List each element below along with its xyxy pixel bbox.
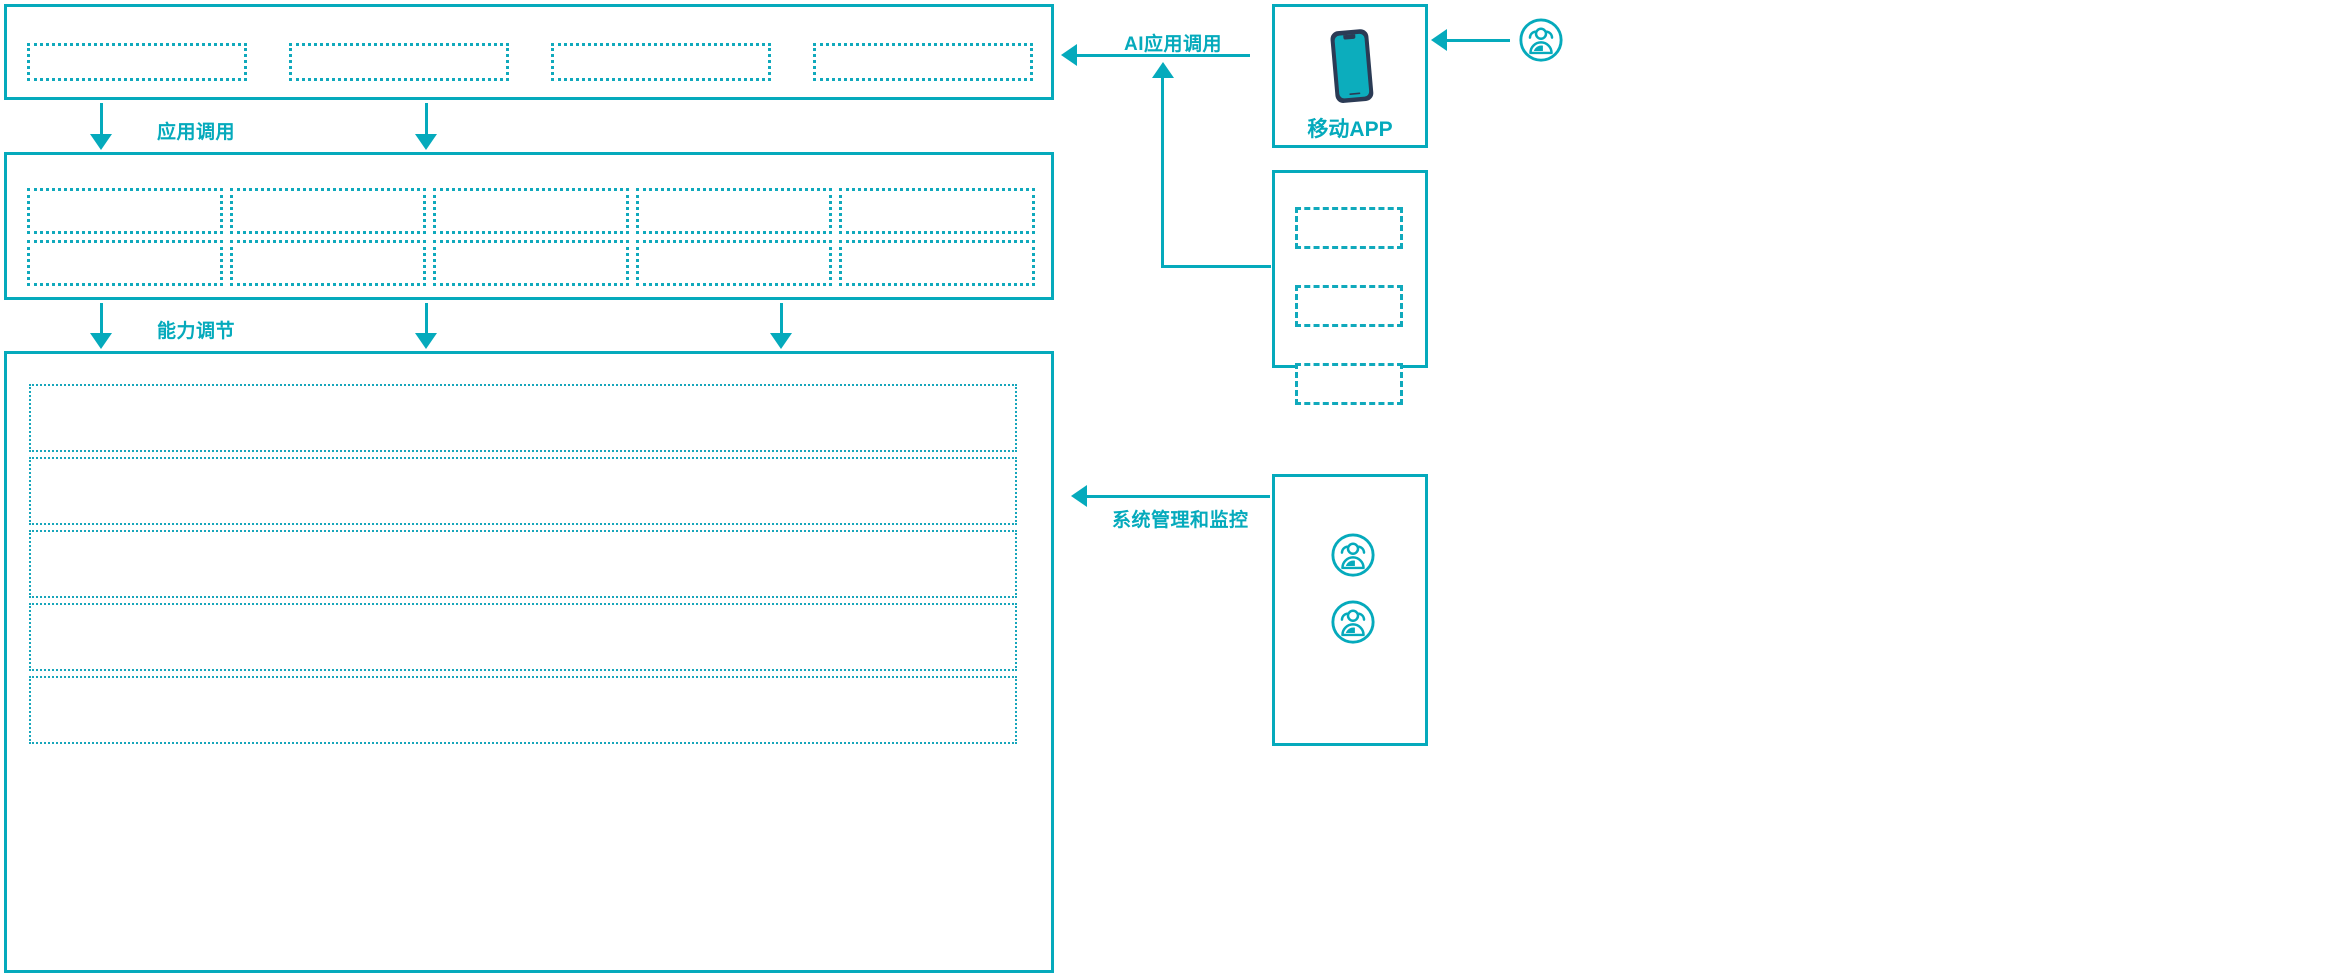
app-invoke-shaft-2 — [425, 103, 428, 141]
channel-slot-1[interactable] — [1295, 207, 1403, 249]
end-user-arrowhead — [1431, 29, 1447, 51]
application-slot-4[interactable] — [813, 43, 1033, 81]
capability-tune-arrowhead-1 — [90, 333, 112, 349]
capability-tune-arrowhead-2 — [415, 333, 437, 349]
capability-slot-9[interactable] — [636, 240, 832, 286]
platform-slot-4[interactable] — [29, 603, 1017, 671]
platform-slot-2[interactable] — [29, 457, 1017, 525]
channel-feedback-shaft — [1161, 66, 1164, 268]
system-monitor-label: 系统管理和监控 — [1112, 510, 1249, 531]
ai-app-invoke-shaft — [1075, 54, 1250, 57]
app-invoke-shaft-1 — [100, 103, 103, 141]
system-monitor-arrowhead — [1071, 485, 1087, 507]
channel-feedback-arrowhead — [1152, 62, 1174, 78]
smartphone-icon — [1322, 25, 1384, 109]
application-slot-2[interactable] — [289, 43, 509, 81]
end-user-shaft — [1445, 39, 1510, 42]
capability-slot-6[interactable] — [27, 240, 223, 286]
app-invoke-arrowhead-1 — [90, 134, 112, 150]
capability-slot-10[interactable] — [839, 240, 1035, 286]
capability-slot-3[interactable] — [433, 188, 629, 234]
capability-slot-4[interactable] — [636, 188, 832, 234]
capability-slot-2[interactable] — [230, 188, 426, 234]
capability-tune-arrowhead-3 — [770, 333, 792, 349]
capability-tune-shaft-3 — [780, 303, 783, 341]
user-group-icon[interactable] — [1330, 599, 1376, 645]
user-group-icon[interactable] — [1518, 17, 1564, 63]
capability-slot-1[interactable] — [27, 188, 223, 234]
capability-tune-label: 能力调节 — [157, 321, 236, 342]
mobile-app-label: 移动APP — [1307, 118, 1393, 141]
capability-slot-5[interactable] — [839, 188, 1035, 234]
capability-slot-7[interactable] — [230, 240, 426, 286]
ai-app-invoke-arrowhead — [1061, 44, 1077, 66]
channel-slot-2[interactable] — [1295, 285, 1403, 327]
capability-layer-panel — [4, 152, 1054, 300]
channel-feedback-horizontal — [1161, 265, 1271, 268]
platform-layer-panel — [4, 351, 1054, 973]
platform-slot-3[interactable] — [29, 530, 1017, 598]
application-slot-3[interactable] — [551, 43, 771, 81]
capability-slot-8[interactable] — [433, 240, 629, 286]
operations-actor-panel — [1272, 474, 1428, 746]
mobile-app-panel: 移动APP — [1272, 4, 1428, 148]
platform-slot-5[interactable] — [29, 676, 1017, 744]
capability-tune-shaft-2 — [425, 303, 428, 341]
user-group-icon[interactable] — [1330, 532, 1376, 578]
platform-slot-1[interactable] — [29, 384, 1017, 452]
system-monitor-shaft — [1085, 495, 1270, 498]
app-invoke-label: 应用调用 — [157, 122, 236, 143]
application-layer-panel — [4, 4, 1054, 100]
channel-panel — [1272, 170, 1428, 405]
app-invoke-arrowhead-2 — [415, 134, 437, 150]
channel-slot-3[interactable] — [1295, 363, 1403, 405]
application-slot-1[interactable] — [27, 43, 247, 81]
capability-tune-shaft-1 — [100, 303, 103, 341]
ai-app-invoke-label: AI应用调用 — [1124, 34, 1223, 55]
